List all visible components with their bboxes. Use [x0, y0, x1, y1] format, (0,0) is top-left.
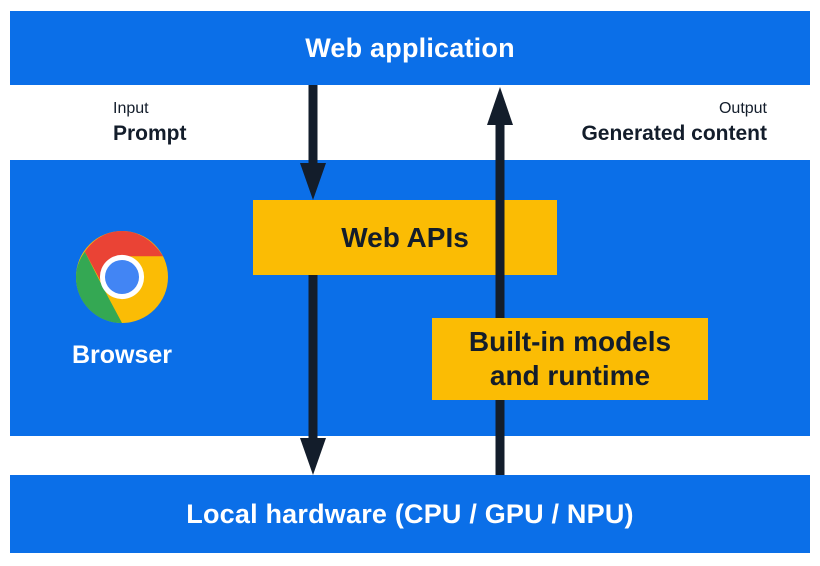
builtin-models-box: Built-in models and runtime [432, 318, 708, 400]
prompt-label: Prompt [113, 122, 187, 145]
web-application-bar: Web application [10, 11, 810, 85]
input-caption-block: Input Prompt [113, 99, 187, 147]
local-hardware-bar: Local hardware (CPU / GPU / NPU) [10, 475, 810, 553]
web-application-label: Web application [305, 32, 515, 63]
chrome-logo-icon [76, 231, 168, 323]
local-hardware-label: Local hardware (CPU / GPU / NPU) [186, 498, 634, 529]
chrome-icon [76, 231, 168, 323]
web-apis-label: Web APIs [341, 221, 469, 253]
builtin-models-label-line2: and runtime [489, 360, 651, 391]
generated-content-label: Generated content [581, 122, 767, 145]
output-caption: Output [718, 100, 767, 117]
browser-label: Browser [71, 341, 173, 369]
input-caption: Input [113, 100, 149, 117]
builtin-models-label-line1: Built-in models [468, 326, 672, 358]
web-apis-box: Web APIs [253, 200, 557, 275]
output-caption-block: Output Generated content [581, 99, 767, 147]
